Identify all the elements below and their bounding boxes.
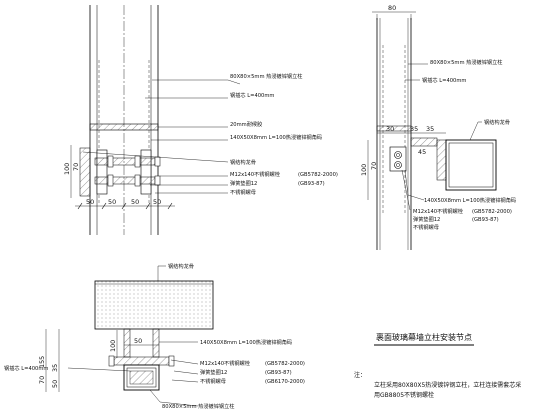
- view3-callout-bolt: M12x140不锈钢螺栓: [200, 359, 251, 367]
- view3-angle-cleat-right: [152, 328, 160, 358]
- view2-callout-nut: 不锈钢螺母: [413, 223, 439, 231]
- view3-callout-nut: 不锈钢螺母: [200, 377, 226, 385]
- view1-callout-keel: 钢结构龙骨: [230, 158, 256, 166]
- note-label: 注：: [354, 371, 366, 379]
- view3-dim-70: 70: [38, 376, 46, 384]
- view2-dim-100: 100: [360, 164, 368, 176]
- view2-callout-washer: 弹簧垫圈12: [413, 215, 440, 223]
- view3-keel-block: [94, 280, 214, 330]
- view3-dim-100: 100: [109, 340, 117, 352]
- view3-dim-155: 155: [38, 356, 46, 368]
- view3-callout-washer-std: (GB93-87): [265, 370, 292, 376]
- view3-callout-nut-std: (GB6170-2000): [265, 379, 305, 385]
- view2-dim-35b: 35: [426, 125, 434, 133]
- view1-angle-cleat-left: [96, 149, 108, 195]
- view1-dim-50-b: 50: [108, 198, 116, 206]
- view1-front-elevation: 50 50 50 50 100 70 80X80×5mm 热浸镀锌钢立柱 钢插芯…: [63, 5, 338, 235]
- view2-callout-angle: 140X50X8mm L=100热浸镀锌钢角码: [424, 196, 516, 204]
- note-line-2: 用GB8805不锈钢螺栓: [374, 391, 434, 399]
- view2-bolt-section: [389, 146, 407, 172]
- view2-callout-insert: 钢插芯 L=400mm: [422, 76, 466, 84]
- view1-callout-angle: 140X50X8mm L=100热浸镀锌钢角码: [230, 133, 322, 141]
- view1-dim-50-a: 50: [86, 198, 94, 206]
- view3-callout-column: 80X80×5mm 热浸镀锌钢立柱: [162, 402, 234, 410]
- view2-leaders: [401, 63, 482, 211]
- view1-dim-50-d: 50: [153, 198, 161, 206]
- view1-bolt-lower: [94, 174, 161, 187]
- view3-callout-keel: 钢结构龙骨: [168, 262, 194, 270]
- view1-callout-column: 80X80×5mm 热浸镀锌钢立柱: [230, 72, 302, 80]
- view1-dim-50-c: 50: [131, 198, 139, 206]
- view3-callout-washer: 弹簧垫圈12: [200, 368, 227, 376]
- view2-dim-30: 30: [386, 125, 394, 133]
- view3-angle-cleat-left: [123, 328, 131, 358]
- view2-angle-cleat: [410, 137, 438, 147]
- view1-callout-washer: 弹簧垫圈12: [230, 179, 257, 187]
- view1-dim-70: 70: [72, 163, 80, 171]
- view3-bolt: [113, 356, 170, 366]
- view2-callout-washer-std: (GB93-87): [472, 217, 499, 223]
- drawing-title: 裹面玻璃幕墙立柱安装节点: [376, 332, 472, 342]
- view2-sealant-joint: [376, 125, 412, 132]
- view2-dim-70: 70: [370, 162, 378, 170]
- view3-leaders: [67, 265, 199, 407]
- view1-callout-washer-std: (GB93-87): [298, 181, 325, 187]
- view2-dim-45: 45: [418, 148, 426, 156]
- view2-cleat-plate: [436, 139, 447, 181]
- view1-leaders: [82, 79, 241, 194]
- view3-callout-angle: 140X50X8mm L=100热浸镀锌钢角码: [200, 338, 292, 346]
- view2-side-section: 80 30 35 35 100 70 45: [360, 4, 516, 250]
- view1-keel-stub: [79, 147, 91, 197]
- view1-callout-bolt: M12x140不锈钢螺栓: [230, 170, 281, 178]
- note-line-1: 立柱采用80X80X5热浸镀锌钢立柱，立柱连接需套芯采: [374, 381, 521, 389]
- drawing-title-block: 裹面玻璃幕墙立柱安装节点: [374, 332, 474, 346]
- drawing-note: 注： 立柱采用80X80X5热浸镀锌钢立柱，立柱连接需套芯采 用GB8805不锈…: [354, 371, 521, 399]
- view2-callout-column: 80X80×5mm 热浸镀锌钢立柱: [430, 58, 502, 66]
- view2-dim-80: 80: [388, 4, 396, 12]
- view3-callout-insert: 钢插芯 L=400mm: [4, 364, 48, 372]
- view3-dim-35: 35: [51, 364, 59, 372]
- view3-callout-bolt-std: (GB5782-2000): [265, 361, 305, 367]
- view3-dim-50: 50: [51, 380, 59, 388]
- view3-insert-core: [129, 370, 154, 385]
- view2-keel-box: [445, 139, 497, 191]
- view2-callout-keel: 钢结构龙骨: [484, 118, 510, 126]
- view1-sealant-joint: [89, 123, 159, 131]
- view2-callout-bolt-std: (GB5782-2000): [472, 209, 512, 215]
- view2-dim-35a: 35: [410, 125, 418, 133]
- view1-callout-insert: 钢插芯 L=400mm: [230, 91, 274, 99]
- view1-angle-cleat-right: [140, 149, 152, 195]
- view1-callout-sealant: 20mm耐候胶: [230, 120, 262, 128]
- view1-dim-100: 100: [63, 163, 71, 175]
- view3-dim-50-mid: 50: [134, 337, 142, 345]
- view1-callout-nut: 不锈钢螺母: [230, 188, 256, 196]
- view1-callout-bolt-std: (GB5782-2000): [298, 172, 338, 178]
- view3-plan-section: 155 70 35 50 100 50 钢结构龙骨 140X50X8mm L=1…: [4, 262, 305, 410]
- view2-callout-bolt: M12x140不锈钢螺栓: [413, 207, 464, 215]
